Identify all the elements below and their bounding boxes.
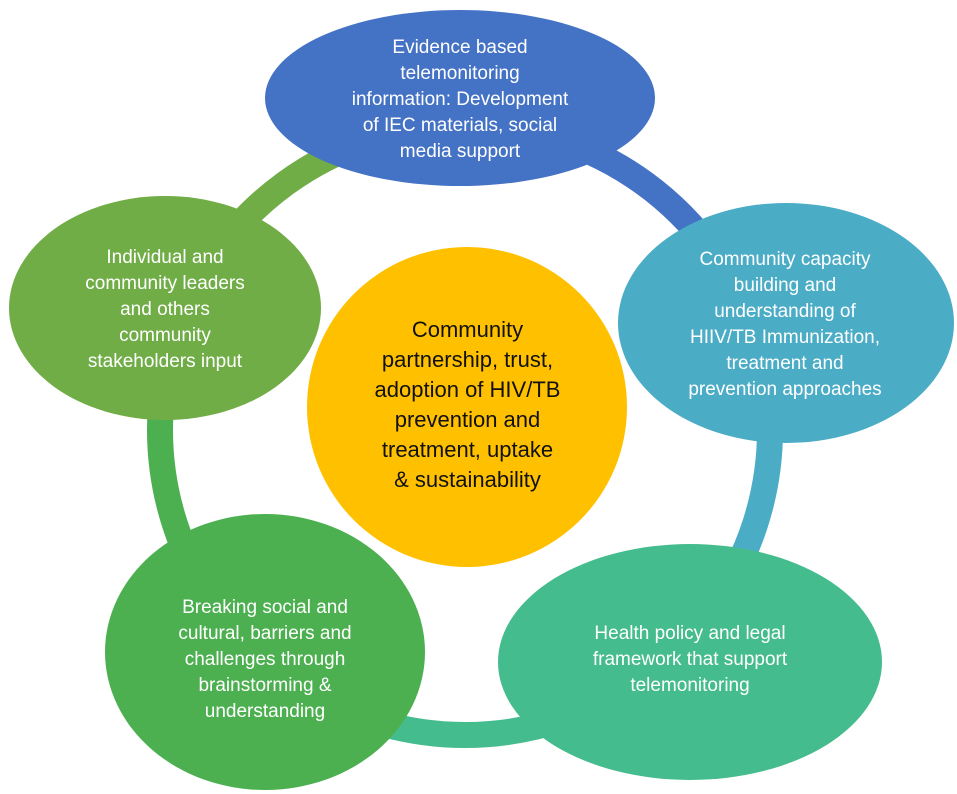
center-label: Community partnership, trust, adoption o… <box>374 317 561 492</box>
node-barriers-shape <box>105 514 425 790</box>
node-leaders-label: Individual and community leaders and oth… <box>85 247 245 372</box>
node-evidence-label: Evidence based telemonitoring informatio… <box>351 37 569 162</box>
node-capacity-label: Community capacity building and understa… <box>688 249 882 400</box>
node-leaders-shape <box>9 196 321 420</box>
node-policy-label: Health policy and legal framework that s… <box>592 623 788 696</box>
node-barriers-label: Breaking social and cultural, barriers a… <box>178 597 352 722</box>
node-policy-shape <box>498 544 882 780</box>
node-capacity-shape <box>618 203 954 443</box>
node-evidence-shape <box>265 10 655 186</box>
center-shape <box>307 247 627 567</box>
